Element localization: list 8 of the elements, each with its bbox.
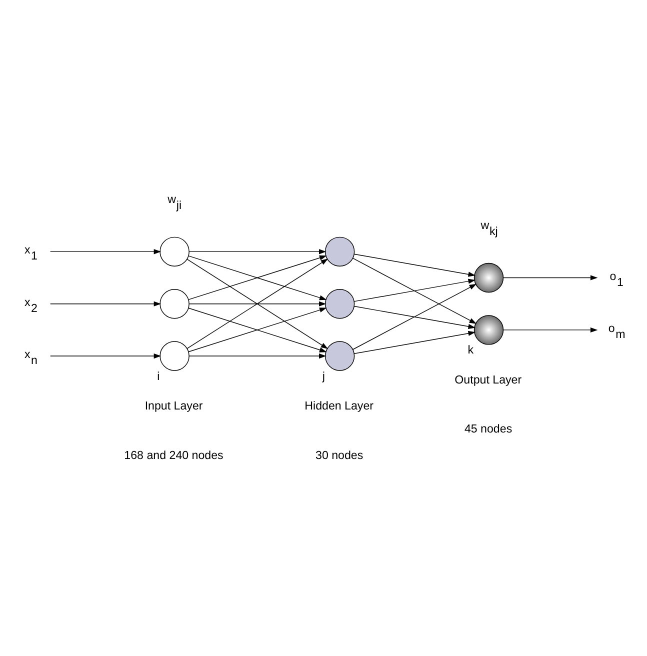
label: 168 and 240 nodes xyxy=(124,449,224,462)
label: 30 nodes xyxy=(316,449,364,462)
node-label: i xyxy=(157,370,160,382)
label: Output Layer xyxy=(454,374,522,386)
label: 45 nodes xyxy=(464,423,512,436)
node-label: j xyxy=(322,370,325,382)
node-label: k xyxy=(468,344,474,356)
label: Input Layer xyxy=(144,400,203,412)
